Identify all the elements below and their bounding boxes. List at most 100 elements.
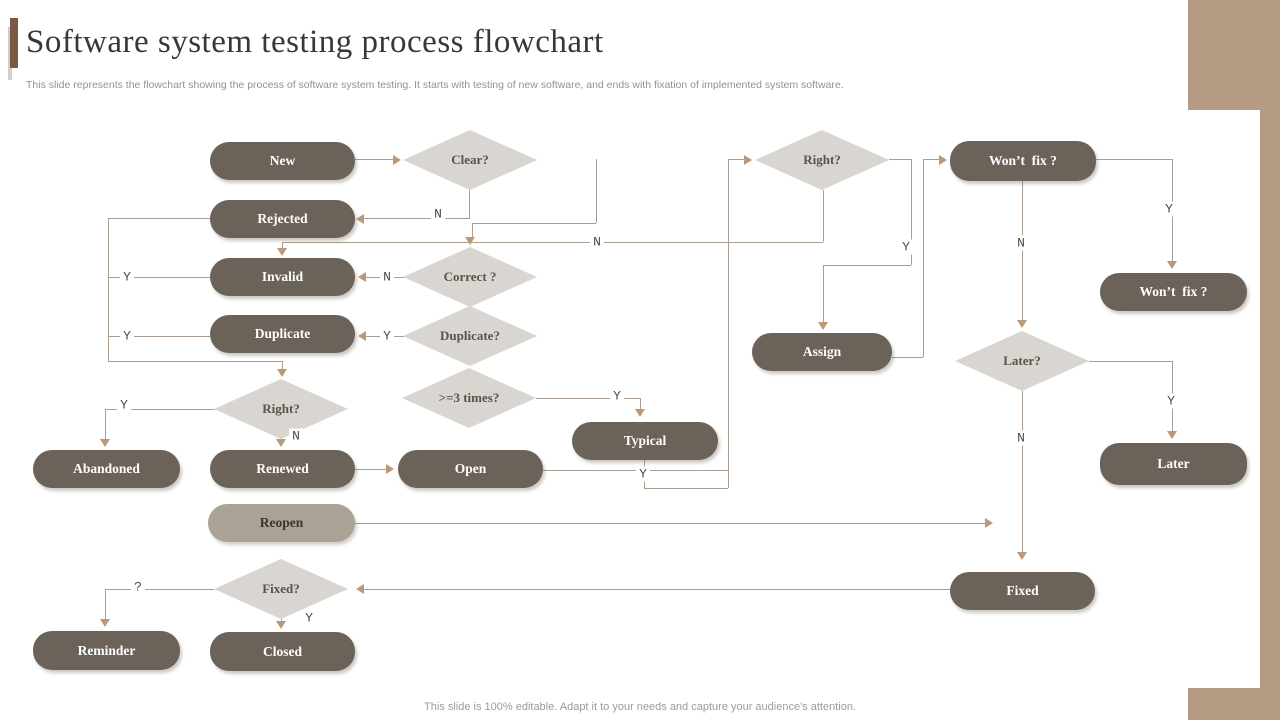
node-reminder-label: Reminder: [77, 642, 136, 658]
decision-later-label: Later?: [1003, 353, 1041, 368]
connector-line: [644, 488, 728, 489]
connector-line: [644, 481, 645, 488]
decision-3-times-label: >=3 times?: [438, 390, 500, 405]
title-accent-bar: [10, 18, 18, 68]
node-reopen: Reopen: [208, 504, 355, 542]
connector-line: [355, 159, 395, 160]
edge-label: N: [1014, 430, 1028, 446]
connector-line: [282, 242, 823, 243]
node-later: Later: [1100, 443, 1247, 485]
node-reminder: Reminder: [33, 631, 180, 670]
arrowhead: [1167, 431, 1177, 439]
edge-label: Y: [117, 397, 131, 413]
connector-line: [472, 223, 596, 224]
decision-later: Later?: [955, 331, 1089, 391]
decision-3-times: >=3 times?: [402, 368, 536, 428]
decision-duplicate: Duplicate?: [403, 306, 537, 366]
arrowhead: [277, 369, 287, 377]
node-fixed: Fixed: [950, 572, 1095, 610]
connector-line: [728, 159, 746, 160]
right-edge-strip: [1260, 0, 1280, 720]
bottom-right-block: [1188, 688, 1280, 720]
node-wont-fix-2-label: Won’t fix ?: [1139, 284, 1208, 299]
connector-line: [1022, 391, 1023, 552]
node-renewed-label: Renewed: [256, 461, 309, 476]
node-invalid: Invalid: [210, 258, 355, 296]
arrowhead: [465, 237, 475, 245]
edge-label: Y: [120, 269, 134, 285]
node-assign: Assign: [752, 333, 892, 371]
arrowhead: [358, 331, 366, 341]
node-renewed: Renewed: [210, 450, 355, 488]
arrowhead: [386, 464, 394, 474]
node-wont-fix-2: Won’t fix ?: [1100, 273, 1247, 311]
decision-correct: Correct ?: [403, 247, 537, 307]
node-typical: Typical: [572, 422, 718, 460]
connector-line: [911, 159, 912, 265]
arrowhead: [358, 272, 366, 282]
page-subtitle: This slide represents the flowchart show…: [26, 79, 844, 91]
connector-line: [364, 218, 470, 219]
decision-right-top: Right?: [755, 130, 889, 190]
decision-duplicate-label: Duplicate?: [440, 328, 500, 343]
arrowhead: [356, 584, 364, 594]
node-duplicate: Duplicate: [210, 315, 355, 353]
connector-line: [105, 589, 214, 590]
edge-label: N: [289, 428, 303, 444]
edge-label: Y: [120, 328, 134, 344]
connector-line: [355, 469, 388, 470]
arrowhead: [100, 619, 110, 627]
arrowhead: [635, 409, 645, 417]
connector-line: [1022, 181, 1023, 320]
arrowhead: [276, 621, 286, 629]
connector-line: [282, 242, 283, 250]
arrowhead: [1017, 320, 1027, 328]
edge-label: Y: [610, 388, 624, 404]
arrowhead: [744, 155, 752, 165]
node-open: Open: [398, 450, 543, 488]
node-assign-label: Assign: [802, 344, 842, 359]
arrowhead: [985, 518, 993, 528]
connector-line: [823, 190, 824, 242]
edge-label: N: [380, 269, 394, 285]
connector-line: [469, 190, 470, 218]
arrowhead: [356, 214, 364, 224]
edge-label: Y: [899, 239, 913, 255]
node-duplicate-label: Duplicate: [254, 326, 311, 341]
decision-correct-label: Correct ?: [443, 269, 497, 284]
arrowhead: [1167, 261, 1177, 269]
node-reopen-label: Reopen: [259, 515, 304, 530]
connector-line: [823, 265, 911, 266]
connector-line: [105, 409, 106, 441]
connector-line: [923, 159, 941, 160]
node-closed: Closed: [210, 632, 355, 671]
node-abandoned: Abandoned: [33, 450, 180, 488]
connector-line: [923, 159, 924, 357]
connector-line: [1096, 159, 1172, 160]
page-title: Software system testing process flowchar…: [26, 24, 604, 60]
edge-label: N: [431, 206, 445, 222]
edge-label: N: [590, 234, 604, 250]
node-typical-label: Typical: [623, 433, 667, 448]
edge-label: ?: [131, 579, 145, 595]
node-wont-fix-1-label: Won’t fix ?: [989, 153, 1057, 168]
edge-label: Y: [380, 328, 394, 344]
connector-line: [108, 218, 210, 219]
edge-label: Y: [1164, 393, 1178, 409]
arrowhead: [1017, 552, 1027, 560]
connector-line: [105, 409, 215, 410]
connector-line: [108, 218, 109, 361]
arrowhead: [277, 248, 287, 256]
connector-line: [728, 159, 729, 488]
top-right-block: [1188, 0, 1280, 110]
connector-line: [889, 159, 911, 160]
decision-clear: Clear?: [403, 130, 537, 190]
arrowhead: [818, 322, 828, 330]
connector-line: [472, 223, 473, 239]
connector-line: [536, 398, 640, 399]
node-open-label: Open: [454, 461, 487, 476]
connector-line: [644, 460, 645, 468]
connector-line: [542, 470, 728, 471]
